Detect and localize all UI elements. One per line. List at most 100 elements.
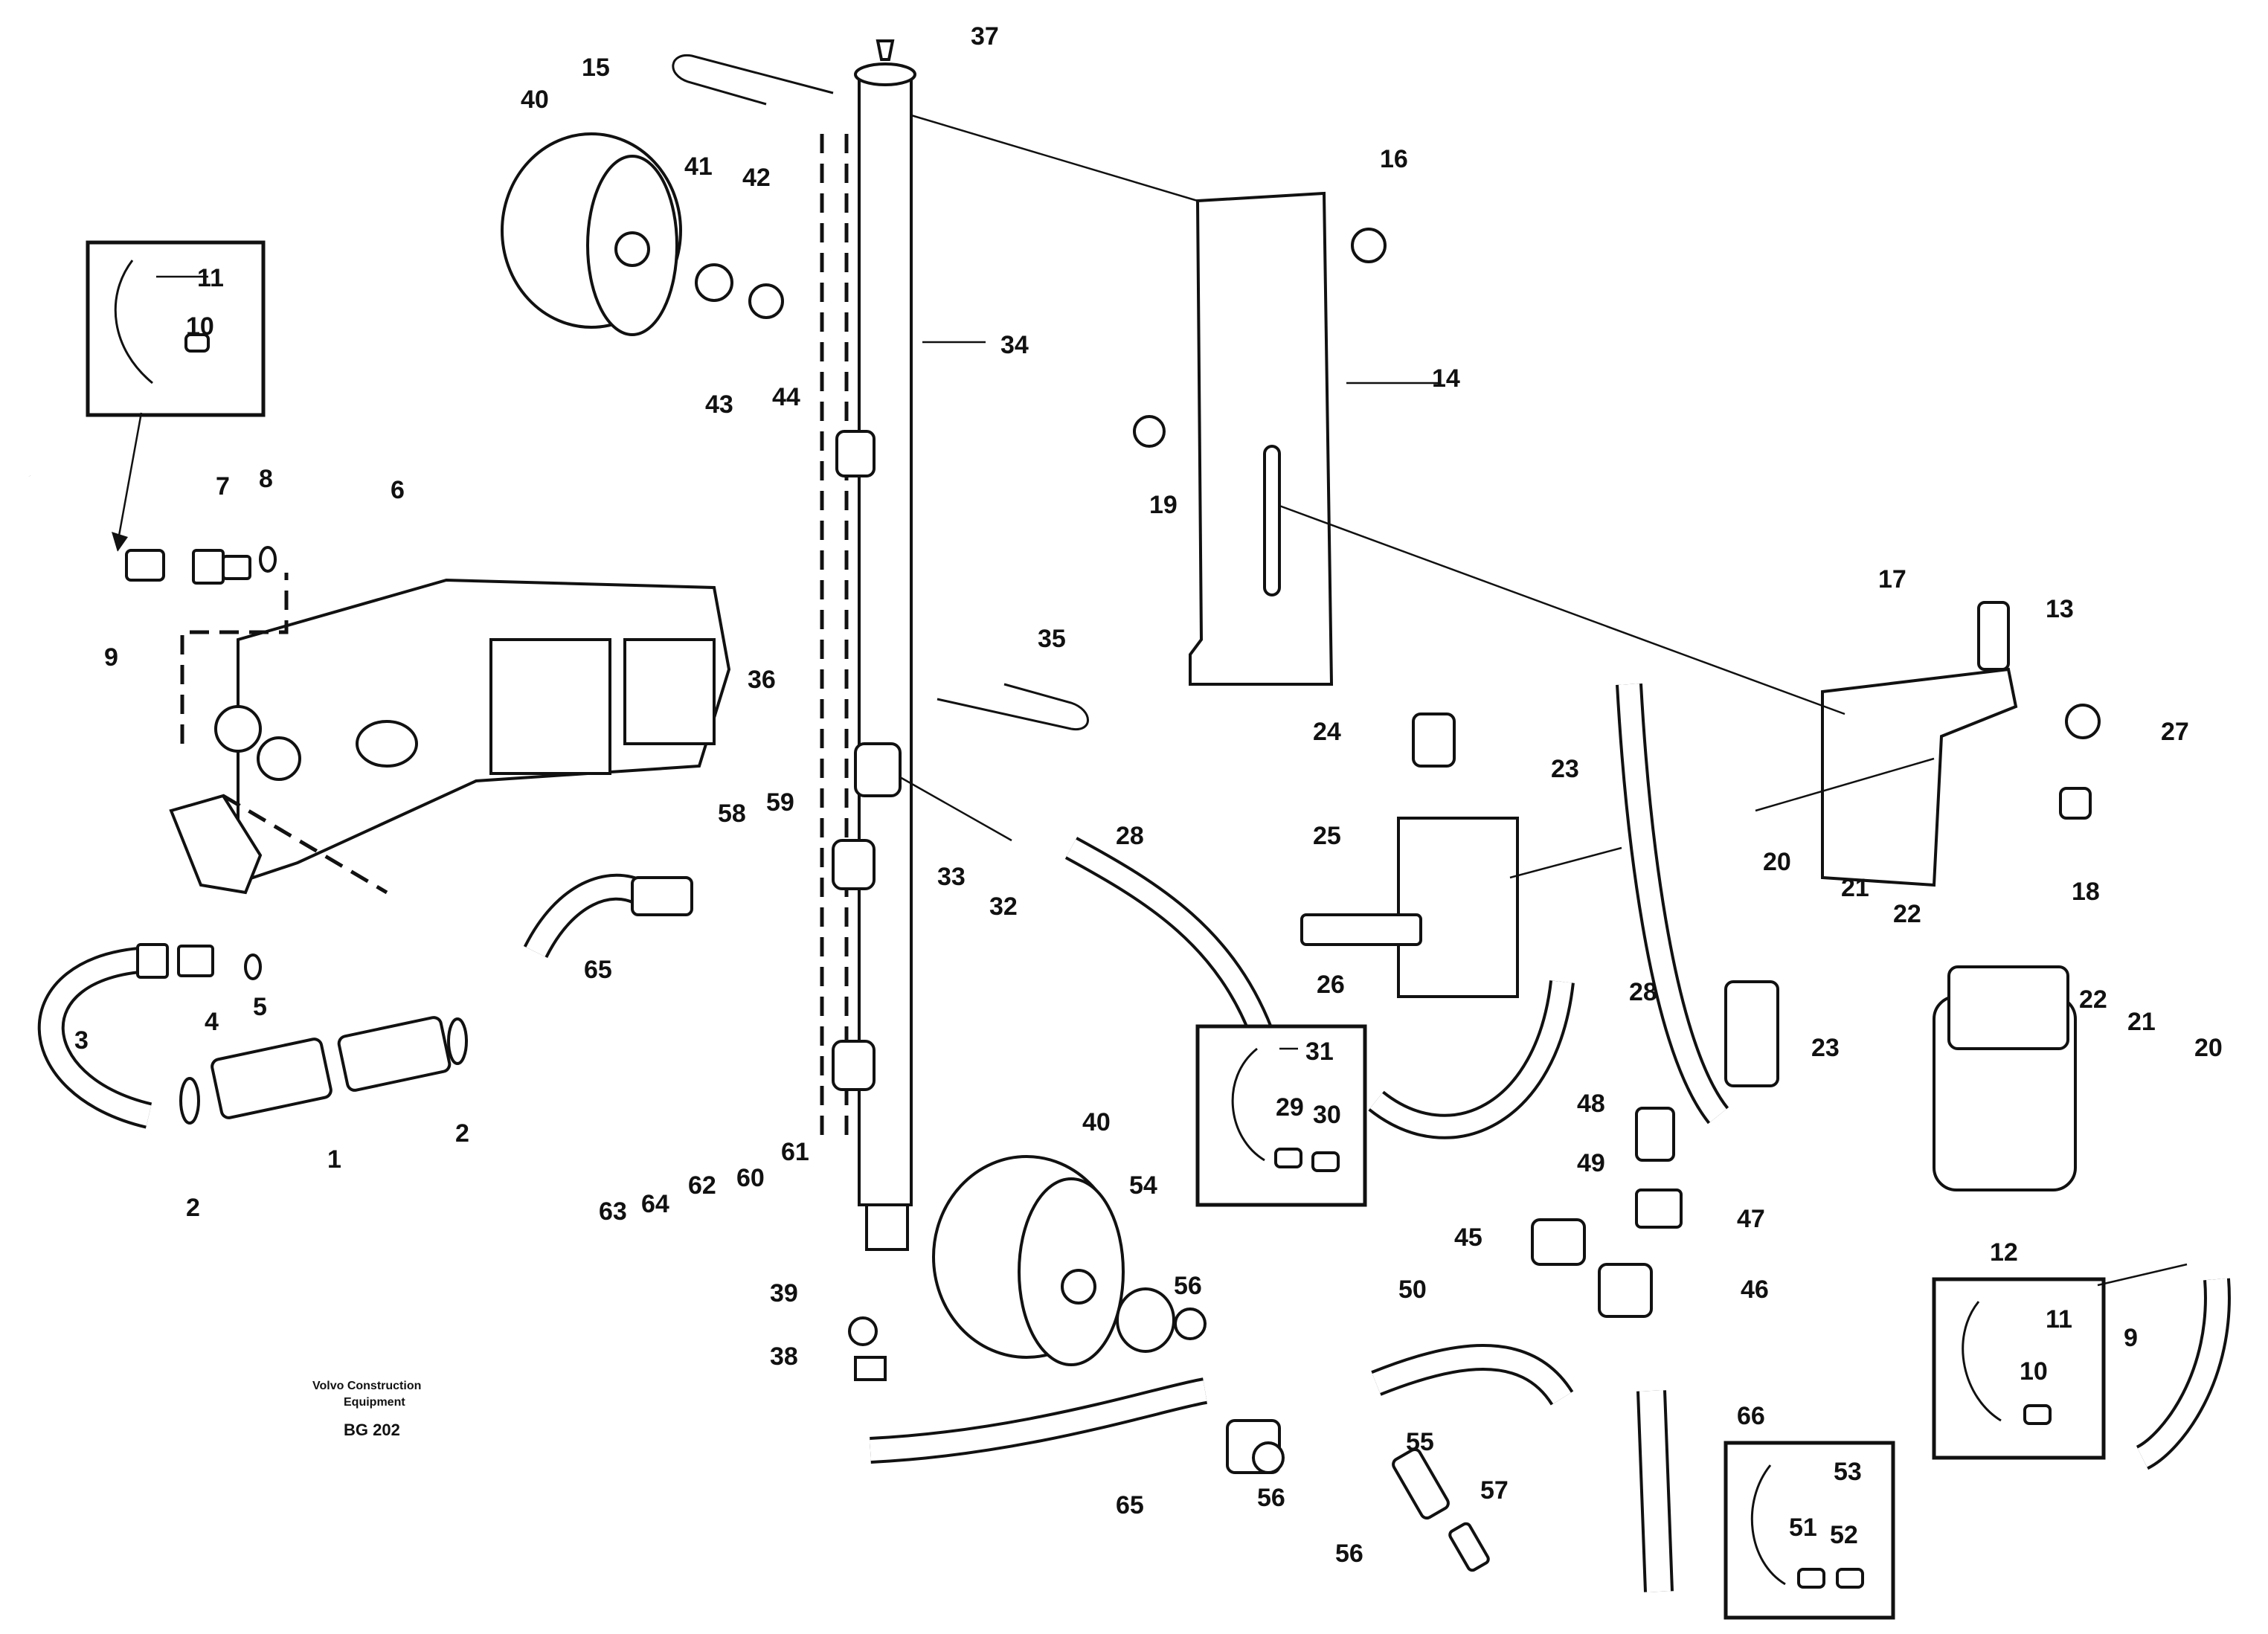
callout-38: 38 <box>770 1342 798 1371</box>
callout-59: 59 <box>766 788 794 817</box>
callout-23: 23 <box>1551 755 1579 783</box>
callout-56: 56 <box>1335 1540 1363 1568</box>
callout-17: 17 <box>1878 565 1906 594</box>
callout-20: 20 <box>1763 848 1791 876</box>
callout-64: 64 <box>641 1190 669 1218</box>
bracket-17 <box>1821 601 2101 887</box>
callout-7: 7 <box>216 472 230 501</box>
callout-41: 41 <box>684 152 713 181</box>
callout-19: 19 <box>1149 491 1178 519</box>
callout-14: 14 <box>1432 364 1460 393</box>
callout-1: 1 <box>327 1145 341 1174</box>
callout-42: 42 <box>742 164 771 192</box>
callout-40: 40 <box>521 86 549 114</box>
callout-51: 51 <box>1789 1514 1817 1542</box>
callout-28: 28 <box>1629 978 1657 1006</box>
callout-65: 65 <box>1116 1491 1144 1519</box>
callout-25: 25 <box>1313 822 1341 850</box>
publisher-credit: Volvo Construction Equipment BG 202 <box>312 1380 421 1439</box>
accumulator-column <box>820 39 916 1381</box>
u-bolts <box>672 54 1089 731</box>
callout-11: 11 <box>2046 1305 2072 1334</box>
callout-29: 29 <box>1276 1093 1304 1122</box>
callout-22: 22 <box>1893 900 1921 928</box>
callout-66: 66 <box>1737 1402 1765 1430</box>
callout-60: 60 <box>736 1164 765 1192</box>
mounting-bracket <box>1133 191 1387 686</box>
leader-lines <box>899 114 1935 879</box>
callout-52: 52 <box>1830 1521 1858 1549</box>
callout-39: 39 <box>770 1279 798 1307</box>
callout-47: 47 <box>1737 1205 1765 1233</box>
callout-24: 24 <box>1313 718 1341 746</box>
callout-65: 65 <box>584 956 612 984</box>
callout-35: 35 <box>1038 625 1066 653</box>
callout-54: 54 <box>1129 1171 1157 1200</box>
callout-33: 33 <box>937 863 966 891</box>
hose-assembly-right <box>523 683 2231 1592</box>
hose-assembly-left <box>22 471 468 1129</box>
fittings-bottom <box>1174 1107 1683 1572</box>
callout-56: 56 <box>1174 1272 1202 1300</box>
callout-5: 5 <box>253 993 267 1021</box>
callout-13: 13 <box>2046 595 2074 623</box>
callout-22: 22 <box>2079 985 2107 1014</box>
callout-57: 57 <box>1480 1476 1509 1505</box>
callout-6: 6 <box>391 476 405 504</box>
filter-housing <box>1933 965 2077 1191</box>
callout-2: 2 <box>186 1194 200 1222</box>
callout-4: 4 <box>205 1008 219 1036</box>
callout-3: 3 <box>74 1026 89 1055</box>
callout-20: 20 <box>2194 1034 2223 1062</box>
callout-61: 61 <box>781 1138 809 1166</box>
callout-48: 48 <box>1577 1090 1605 1118</box>
callout-11: 11 <box>197 264 224 292</box>
callout-28: 28 <box>1116 822 1144 850</box>
hydraulic-pump <box>169 573 731 895</box>
callout-21: 21 <box>1841 874 1869 902</box>
callout-12: 12 <box>1990 1238 2018 1267</box>
callout-30: 30 <box>1313 1101 1341 1129</box>
callout-40: 40 <box>1082 1108 1111 1136</box>
callout-43: 43 <box>705 390 733 419</box>
callout-49: 49 <box>1577 1149 1605 1177</box>
callout-23: 23 <box>1811 1034 1840 1062</box>
callout-numbers: 1 2 2 3 4 5 6 7 8 9 9 10 10 11 11 12 13 … <box>74 22 2223 1568</box>
callout-21: 21 <box>2127 1008 2156 1036</box>
callout-2: 2 <box>455 1119 469 1148</box>
callout-45: 45 <box>1454 1223 1482 1252</box>
callout-9: 9 <box>104 643 118 672</box>
callout-53: 53 <box>1834 1458 1862 1486</box>
callout-37: 37 <box>971 22 999 51</box>
diagram-code: BG 202 <box>344 1421 400 1439</box>
callout-26: 26 <box>1317 971 1345 999</box>
callout-27: 27 <box>2161 718 2189 746</box>
callout-36: 36 <box>748 666 776 694</box>
detail-box-clamp-mid <box>1195 1024 1367 1207</box>
detail-box-clamp-bottom <box>1724 1441 1895 1620</box>
callout-18: 18 <box>2072 878 2100 906</box>
callout-56: 56 <box>1257 1484 1285 1512</box>
detail-box-clamp-top-left <box>86 240 266 552</box>
callout-32: 32 <box>989 892 1018 921</box>
callout-46: 46 <box>1741 1276 1769 1304</box>
callout-8: 8 <box>259 465 273 493</box>
accumulator-bottom <box>932 1155 1175 1366</box>
callout-34: 34 <box>1000 331 1029 359</box>
callout-10: 10 <box>186 312 214 341</box>
callout-31: 31 <box>1305 1038 1334 1066</box>
publisher-line-1: Volvo Construction <box>312 1380 421 1392</box>
callout-15: 15 <box>582 54 610 82</box>
callout-55: 55 <box>1406 1428 1434 1456</box>
callout-44: 44 <box>772 383 800 411</box>
callout-62: 62 <box>688 1171 716 1200</box>
callout-9: 9 <box>2124 1324 2138 1352</box>
callout-10: 10 <box>2020 1357 2048 1386</box>
publisher-line-2: Equipment <box>344 1396 405 1409</box>
detail-box-clamp-right <box>1932 1263 2188 1460</box>
accumulator-top <box>501 132 784 336</box>
callout-63: 63 <box>599 1197 627 1226</box>
valve-block <box>1300 713 1519 998</box>
callout-16: 16 <box>1380 145 1408 173</box>
